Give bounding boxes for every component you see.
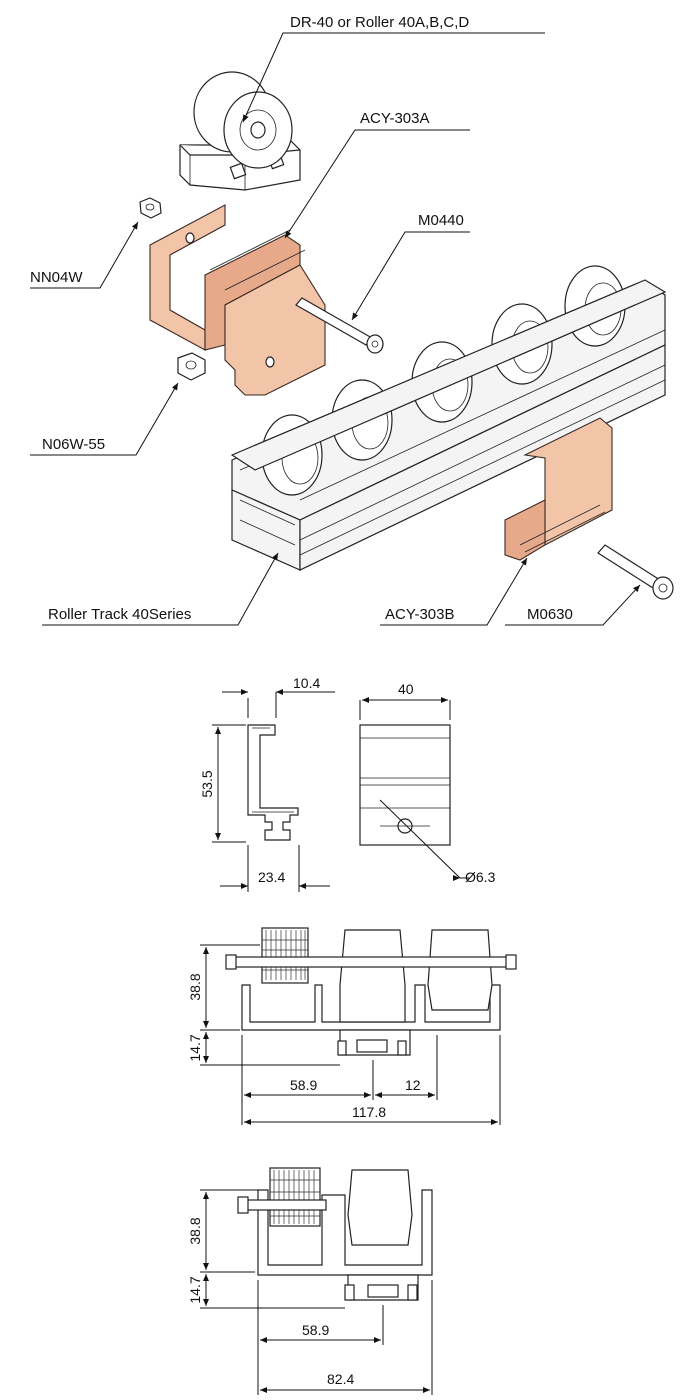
- label-n06w-55: N06W-55: [42, 436, 105, 453]
- acy-303a-bracket: [149, 204, 326, 396]
- dim-single-lower: 14.7: [187, 1276, 203, 1303]
- label-acy-303a: ACY-303A: [360, 110, 430, 127]
- dim-front-hole: Ø6.3: [465, 869, 496, 885]
- roller-track: [230, 265, 667, 571]
- exploded-view: DR-40 or Roller 40A,B,C,D ACY-303A M0440…: [30, 14, 674, 626]
- label-nn04w: NN04W: [30, 269, 83, 286]
- dim-side-bottom: 23.4: [258, 869, 285, 885]
- label-m0630: M0630: [527, 606, 573, 623]
- bracket-front-view: 40 Ø6.3: [359, 681, 496, 885]
- dim-single-total: 82.4: [327, 1371, 354, 1387]
- assembly-double-section: 38.8 14.7 58.9 12 117.8: [187, 927, 517, 1125]
- dim-front-width: 40: [398, 681, 414, 697]
- m0440-bolt: [295, 297, 384, 354]
- n06w-55-nut: [177, 352, 206, 381]
- dim-single-left: 58.9: [302, 1322, 329, 1338]
- m0630-bolt: [597, 544, 674, 600]
- dim-double-total: 117.8: [352, 1104, 386, 1120]
- dim-side-height: 53.5: [199, 770, 215, 797]
- label-m0440: M0440: [418, 212, 464, 229]
- nn04w-nut: [139, 197, 162, 219]
- roller-unit: [179, 71, 301, 191]
- acy-303b-bracket: [504, 417, 613, 561]
- dim-double-upper: 38.8: [187, 973, 203, 1000]
- dim-side-top: 10.4: [293, 675, 320, 691]
- dim-double-lower: 14.7: [187, 1034, 203, 1061]
- dim-single-upper: 38.8: [187, 1217, 203, 1244]
- dim-double-left: 58.9: [290, 1077, 317, 1093]
- label-acy-303b: ACY-303B: [385, 606, 455, 623]
- assembly-single-section: 38.8 14.7 58.9 82.4: [187, 1167, 433, 1395]
- dim-double-right: 12: [405, 1077, 421, 1093]
- label-roller-track: Roller Track 40Series: [48, 606, 191, 623]
- label-roller: DR-40 or Roller 40A,B,C,D: [290, 14, 469, 31]
- leader-lines: [30, 32, 641, 626]
- bracket-side-view: 10.4 53.5 23.4: [199, 675, 335, 892]
